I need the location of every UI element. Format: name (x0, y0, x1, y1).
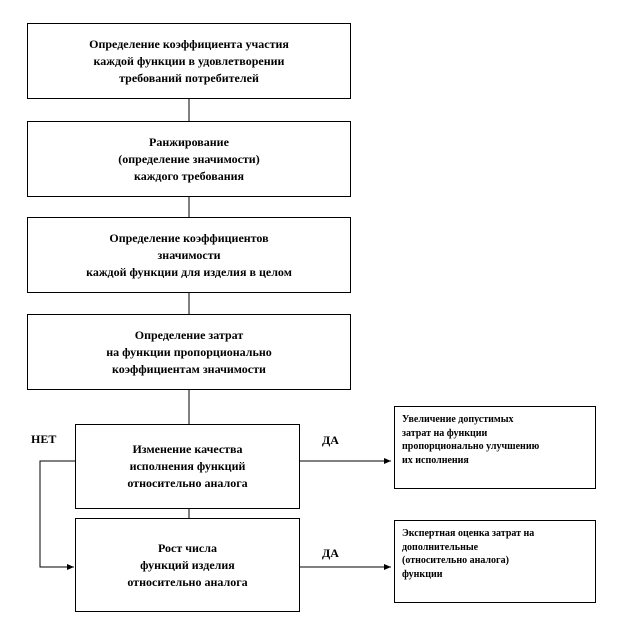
no-label: НЕТ (31, 432, 57, 446)
process-box-ranking: Ранжирование (определение значимости) ка… (27, 121, 351, 197)
result-box-cost-increase: Увеличение допустимых затрат на функции … (394, 406, 596, 489)
decision-box-text: Изменение качества исполнения функций от… (127, 442, 248, 490)
yes-label-2: ДА (322, 546, 339, 560)
process-box-coefficient-participation: Определение коэффициента участия каждой … (27, 23, 351, 99)
process-box-text: Определение затрат на функции пропорцион… (106, 327, 272, 376)
process-box-text: Определение коэффициентов значимости каж… (86, 230, 292, 279)
result-box-expert-estimate: Экспертная оценка затрат на дополнительн… (394, 520, 596, 603)
decision-box-function-growth: Рост числа функций изделия относительно … (75, 518, 300, 612)
result-box-text: Экспертная оценка затрат на дополнительн… (402, 528, 535, 580)
process-box-text: Ранжирование (определение значимости) ка… (118, 134, 260, 183)
yes-label-1: ДА (322, 433, 339, 447)
result-box-text: Увеличение допустимых затрат на функции … (402, 414, 540, 466)
process-box-significance-coefficients: Определение коэффициентов значимости каж… (27, 217, 351, 293)
process-box-text: Определение коэффициента участия каждой … (89, 36, 289, 85)
no-arrow (39, 460, 75, 570)
process-box-cost-determination: Определение затрат на функции пропорцион… (27, 314, 351, 390)
decision-box-text: Рост числа функций изделия относительно … (127, 540, 248, 589)
decision-box-quality-change: Изменение качества исполнения функций от… (75, 424, 300, 509)
